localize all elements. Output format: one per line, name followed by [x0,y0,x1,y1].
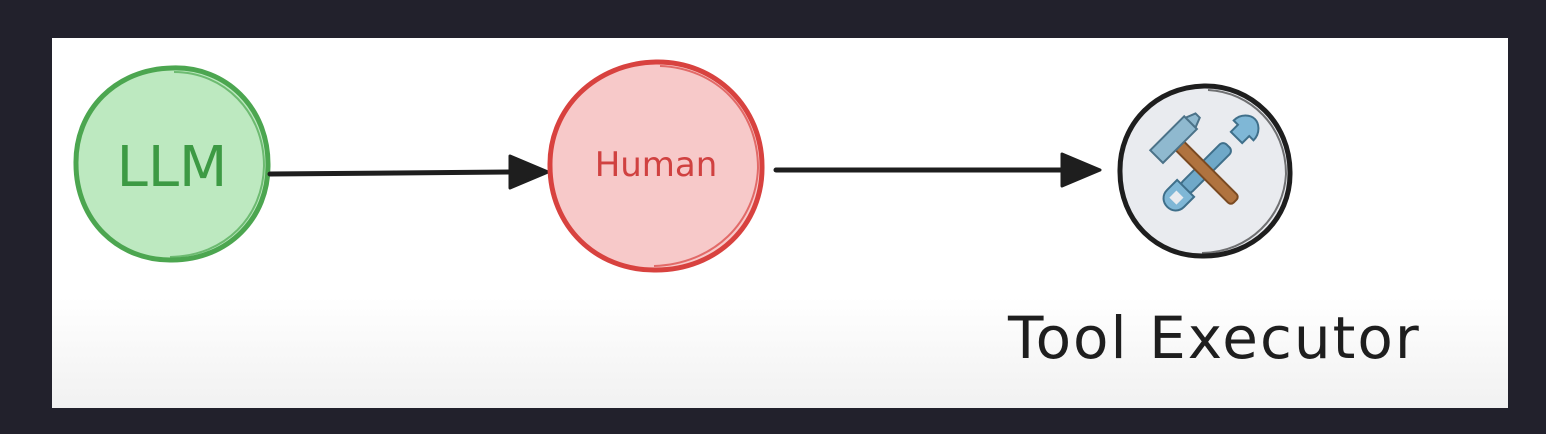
tool-executor-node [1117,83,1293,259]
llm-node: LLM [73,65,271,263]
llm-label: LLM [117,135,228,200]
hammer-and-wrench-icon [1148,112,1260,212]
human-node: Human [547,59,765,273]
arrow-llm-to-human [267,154,550,190]
arrow-human-to-tool [773,152,1102,188]
tool-executor-caption: Tool Executor [1008,304,1421,372]
human-label: Human [595,145,718,185]
